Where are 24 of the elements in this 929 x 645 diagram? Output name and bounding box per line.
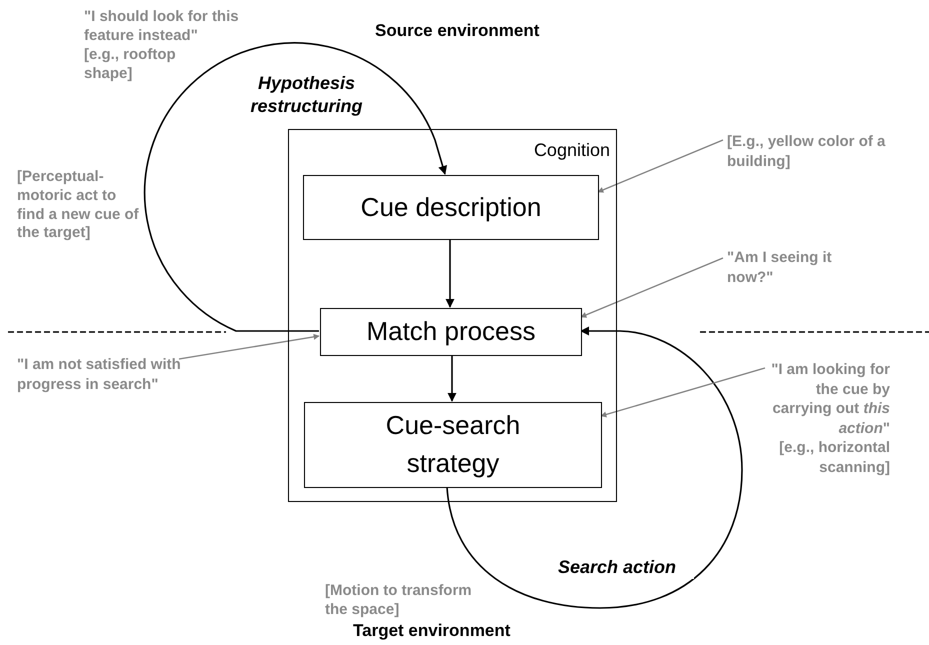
annotation-text: "I am not satisfied with progress in search" xyxy=(17,355,182,394)
arrow xyxy=(446,326,743,609)
environment-label: Source environment xyxy=(375,20,540,42)
annotation-text: [e.g., horizontal scanning] xyxy=(778,438,890,477)
leader-arrow xyxy=(600,367,766,418)
leader-arrow xyxy=(597,139,724,193)
annotation-text: "I am looking for the cue by carrying out this action" xyxy=(770,360,890,438)
arrow xyxy=(446,239,454,308)
process-box: Cue description xyxy=(303,175,599,240)
annotation-text: [e.g., rooftop shape] xyxy=(84,46,177,84)
annotation-text: [Perceptual-motoric act to find a new cue of the target] xyxy=(17,168,139,243)
environment-label: Target environment xyxy=(353,620,510,642)
arrow xyxy=(144,42,448,332)
process-box: Match process xyxy=(320,308,582,356)
frame-title: Cognition xyxy=(534,140,610,161)
cognition-frame xyxy=(288,129,617,502)
leader-arrow xyxy=(580,257,724,318)
annotation-text: "I should look for this feature instead" xyxy=(84,8,240,46)
process-box: Cue-search strategy xyxy=(304,402,602,488)
annotation-text: "Am I seeing it now?" xyxy=(727,248,833,287)
arrow xyxy=(448,355,456,402)
annotation-text: [Motion to transform the space] xyxy=(325,582,473,620)
annotation-text: [E.g., yellow color of a building] xyxy=(727,132,886,171)
leader-arrow xyxy=(178,334,320,360)
